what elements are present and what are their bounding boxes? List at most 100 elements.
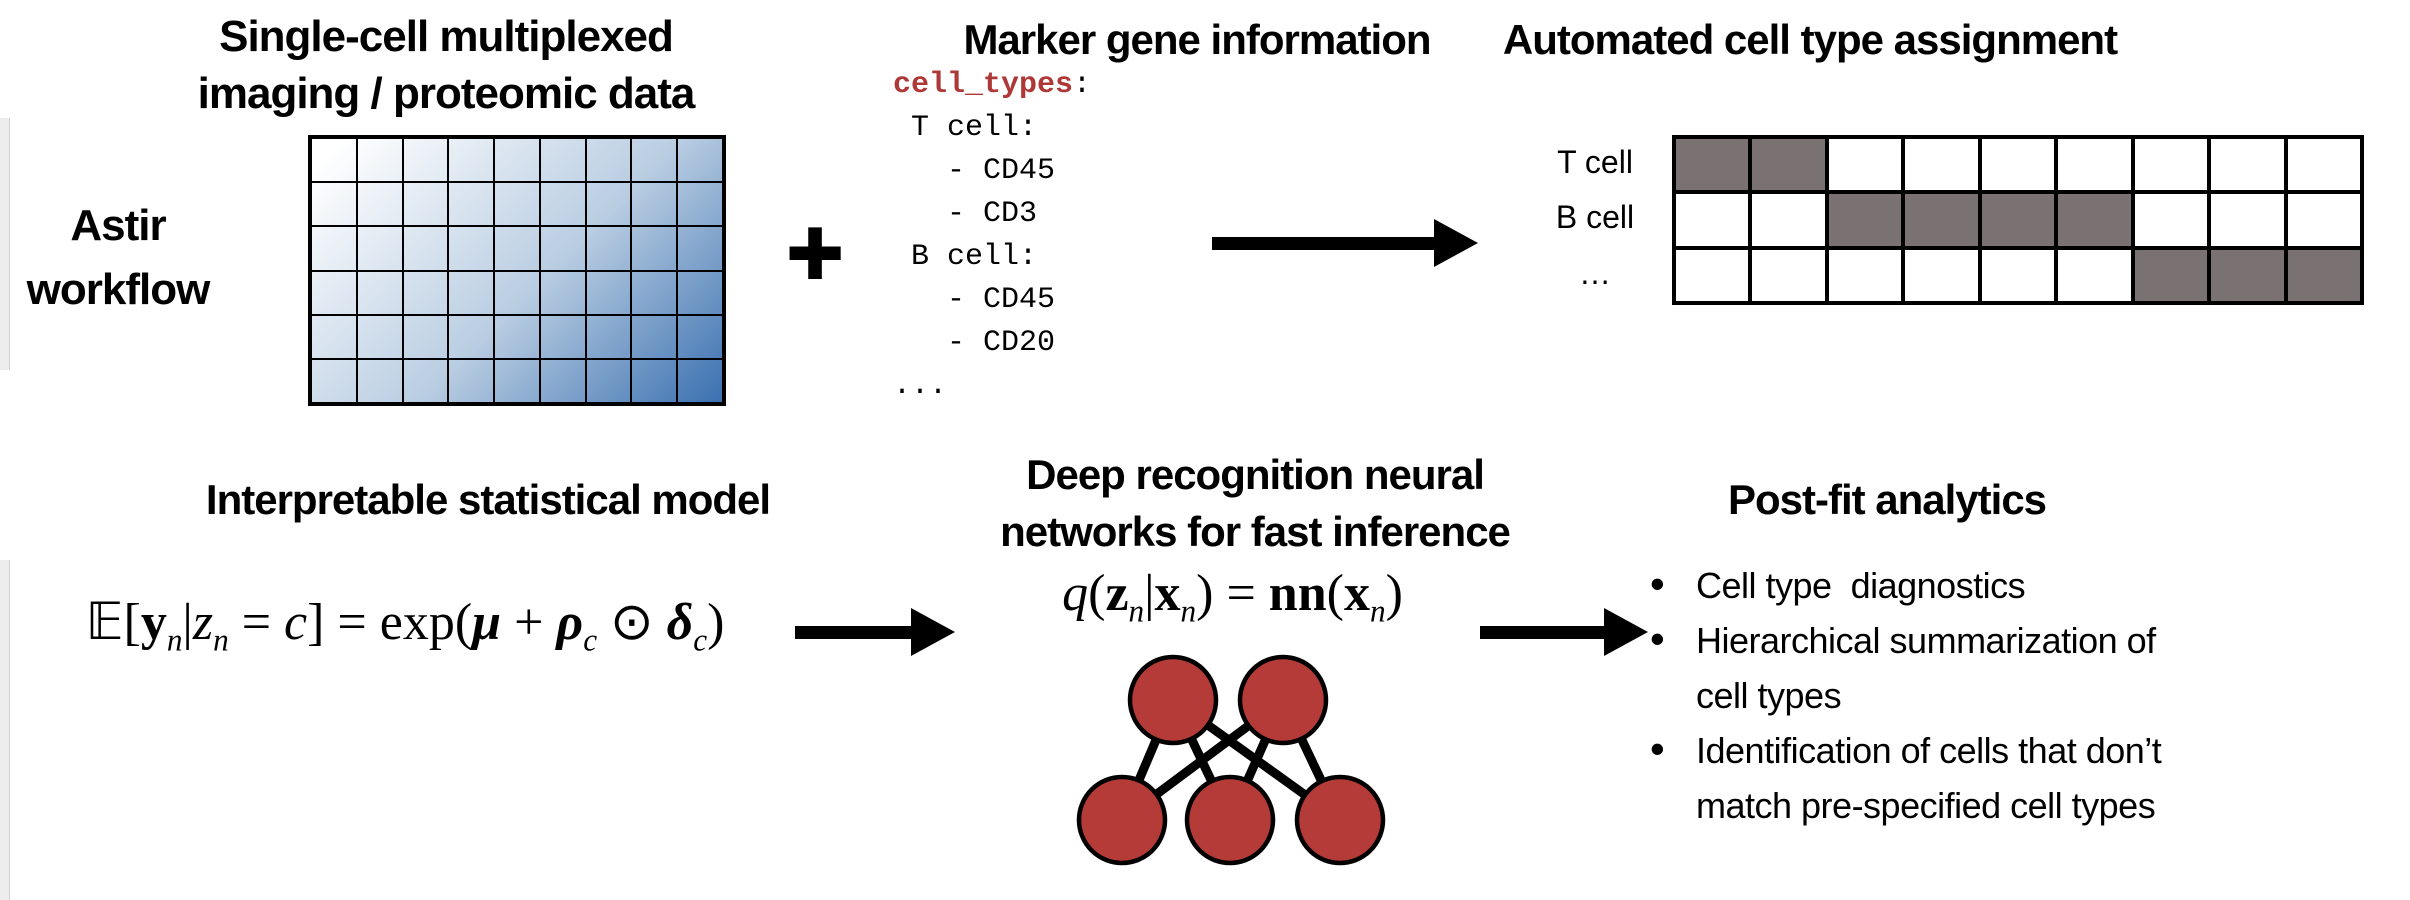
- code-line: - CD20: [893, 326, 1056, 360]
- data-matrix-cell: [494, 270, 540, 315]
- assignment-cell-filled: [1674, 137, 1751, 193]
- equation-token: y: [140, 594, 167, 651]
- equation-token: z: [1105, 565, 1129, 622]
- equation-token: =: [228, 594, 285, 651]
- equation-token: δ: [666, 594, 694, 651]
- assignment-cell-filled: [2056, 192, 2133, 248]
- data-matrix-cell: [402, 182, 449, 227]
- bullet-dot-icon: •: [1650, 725, 1665, 772]
- data-matrix-cell: [539, 226, 586, 271]
- equation-token: n: [1128, 593, 1145, 629]
- assignment-cell-filled: [1750, 137, 1827, 193]
- row-label: …: [1579, 254, 1611, 291]
- code-line: - CD45: [893, 154, 1056, 188]
- arrow-right-icon: [1604, 608, 1648, 656]
- equation-token: nn: [1268, 565, 1327, 622]
- data-matrix-cell: [677, 358, 723, 403]
- model-equation: 𝔼[yn|zn = c] = exp(μ + ρc ⊙ δc): [10, 592, 800, 655]
- data-matrix-cell: [677, 314, 723, 359]
- assignment-cell-empty: [2209, 192, 2286, 248]
- equation-token: n: [1180, 593, 1197, 629]
- data-matrix-cell: [448, 314, 495, 359]
- data-matrix-cell: [402, 270, 449, 315]
- arrow-right-icon: [1434, 219, 1478, 267]
- assignment-cell-filled: [2285, 247, 2362, 303]
- data-matrix-cell: [356, 182, 403, 227]
- assignment-cell-empty: [1750, 247, 1827, 303]
- equation-token: [654, 594, 667, 651]
- data-matrix-cell: [585, 314, 632, 359]
- assignment-cell-filled: [2209, 247, 2286, 303]
- text-line: workflow: [26, 265, 211, 314]
- text-line: networks for fast inference: [1000, 508, 1511, 555]
- model-panel-title: Interpretable statistical model: [205, 476, 771, 523]
- plus-icon: +: [785, 198, 844, 308]
- equation-token: n: [166, 622, 183, 658]
- data-matrix-cell: [402, 138, 449, 183]
- data-matrix-cell: [494, 182, 540, 227]
- equation-token: (: [1088, 565, 1106, 622]
- marker-panel-title: Marker gene information: [963, 16, 1431, 63]
- equation-token: 𝔼: [85, 592, 124, 652]
- text-line: Deep recognition neural: [1026, 451, 1485, 498]
- assignment-cell-empty: [2056, 137, 2133, 193]
- text-line: Single-cell multiplexed: [219, 12, 674, 61]
- assignment-cell-empty: [2132, 192, 2210, 248]
- equation-token: [: [123, 594, 141, 651]
- assignment-cell-empty: [1674, 192, 1751, 248]
- assignment-cell-empty: [1979, 247, 2057, 303]
- assignment-cell-empty: [1674, 247, 1751, 303]
- data-matrix-cell: [402, 226, 449, 271]
- equation-token: z: [192, 594, 214, 651]
- arrow-shaft: [795, 626, 911, 639]
- data-matrix-cell: [356, 226, 403, 271]
- equation-token: ⊙: [610, 592, 654, 652]
- page-edge-artifact: [0, 560, 10, 900]
- data-matrix-cell: [585, 358, 632, 403]
- assignment-cell-empty: [2132, 137, 2210, 193]
- data-matrix-cell: [631, 358, 678, 403]
- data-matrix-cell: [585, 138, 632, 183]
- nn-node: [1237, 654, 1329, 746]
- data-matrix-cell: [539, 314, 586, 359]
- data-matrix-cell: [494, 226, 540, 271]
- expression-matrix: [308, 135, 726, 406]
- analytics-bullet-list: •Cell type diagnostics•Hierarchical summ…: [1650, 558, 2410, 833]
- data-matrix-cell: [311, 226, 357, 271]
- data-matrix-cell: [448, 138, 495, 183]
- data-matrix-cell: [539, 182, 586, 227]
- equation-token: q: [1062, 565, 1089, 622]
- arrow-shaft: [1212, 237, 1434, 250]
- data-matrix-cell: [631, 138, 678, 183]
- data-matrix-cell: [356, 358, 403, 403]
- equation-token: μ: [472, 594, 502, 651]
- nn-panel-title: Deep recognition neural networks for fast…: [955, 446, 1555, 560]
- page-edge-artifact: [0, 118, 10, 370]
- equation-token: n: [213, 622, 229, 658]
- data-matrix-cell: [311, 182, 357, 227]
- code-line: cell_types:: [893, 68, 1092, 102]
- equation-token: (: [1326, 565, 1344, 622]
- assignment-cell-empty: [2285, 137, 2362, 193]
- bullet-item: •Cell type diagnostics: [1650, 558, 2410, 613]
- nn-node: [1184, 774, 1276, 866]
- data-matrix-cell: [356, 138, 403, 183]
- bullet-dot-icon: •: [1650, 615, 1665, 662]
- neural-network-diagram: [1076, 654, 1386, 866]
- data-matrix-cell: [677, 182, 723, 227]
- assignment-cell-filled: [1903, 192, 1980, 248]
- data-matrix-cell: [631, 270, 678, 315]
- nn-node: [1127, 654, 1219, 746]
- nn-node: [1076, 774, 1168, 866]
- code-line: ...: [893, 369, 948, 403]
- data-matrix-cell: [539, 358, 586, 403]
- equation-token: ): [707, 594, 725, 651]
- arrow-right-icon: [911, 608, 955, 656]
- equation-token: ) =: [1196, 565, 1269, 622]
- data-matrix-cell: [494, 138, 540, 183]
